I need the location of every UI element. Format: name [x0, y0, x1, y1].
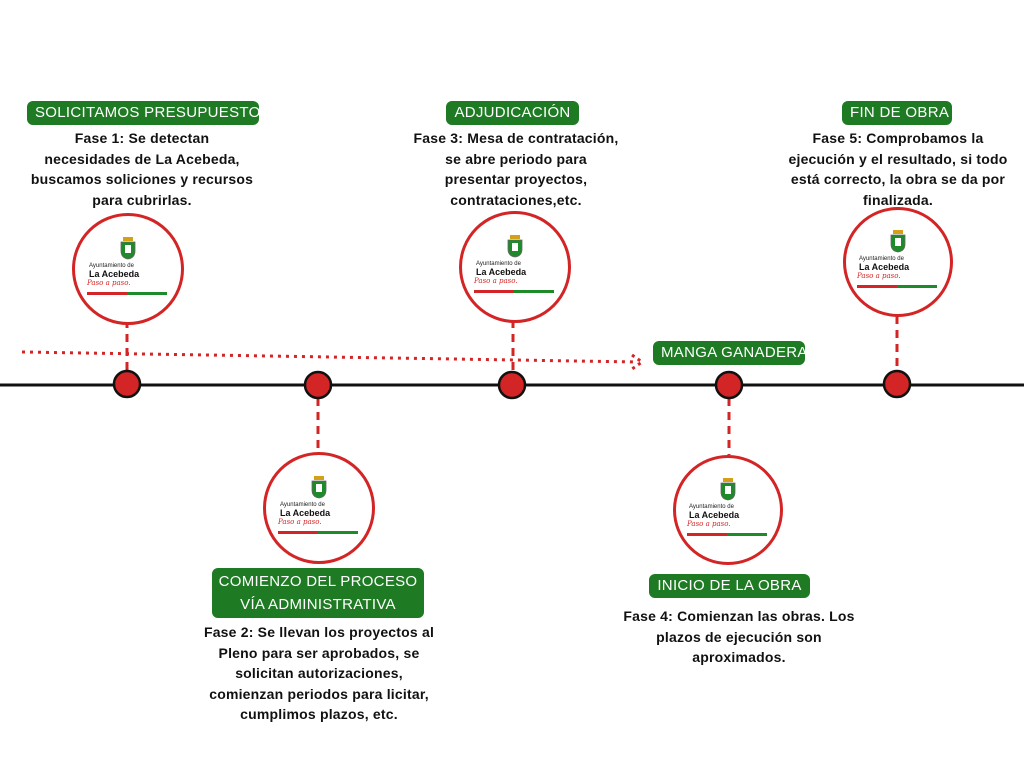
phase-3-description-line: se abre periodo para: [445, 150, 587, 167]
phase-1-logo-circle: Ayuntamiento de La Acebeda Paso a paso.: [72, 213, 184, 325]
phase-1-title: SOLICITAMOS PRESUPUESTO: [27, 101, 260, 125]
phase-5-description-line: ejecución y el resultado, si todo: [788, 150, 1008, 167]
phase-3-description-line: Fase 3: Mesa de contratación,: [413, 130, 619, 146]
municipality-logo: Ayuntamiento de La Acebeda Paso a paso.: [472, 232, 558, 302]
phase-4-description-line: Fase 4: Comienzan las obras. Los: [623, 608, 855, 624]
phase-3-description-line: presentar proyectos,: [444, 171, 588, 187]
logo-town: La Acebeda: [859, 262, 910, 272]
logo-org: Ayuntamiento de: [89, 263, 134, 269]
logo-town: La Acebeda: [280, 508, 331, 518]
phase-2-description: Fase 2: Se llevan los proyectos al Pleno…: [188, 622, 450, 725]
logo-flag-bar: [687, 533, 767, 536]
phase-1-description-line: Fase 1: Se detectan: [74, 130, 210, 146]
phase-2-title-line: VÍA ADMINISTRATIVA: [240, 596, 396, 613]
logo-slogan: Paso a paso.: [687, 520, 731, 528]
timeline-node-phase-4: [714, 370, 744, 400]
phase-4-title: INICIO DE LA OBRA: [649, 574, 810, 598]
logo-flag-bar: [87, 292, 167, 295]
phase-3-title: ADJUDICACIÓN: [446, 101, 579, 125]
logo-flag-bar: [474, 290, 554, 293]
phase-2-description-line: Fase 2: Se llevan los proyectos al: [203, 624, 435, 640]
logo-town: La Acebeda: [689, 510, 740, 520]
phase-1-description-line: buscamos soliciones y recursos: [30, 171, 254, 187]
phase-3-description-line: contrataciones,etc.: [450, 191, 582, 208]
progress-arrow-head: [631, 353, 645, 371]
logo-slogan: Paso a paso.: [857, 272, 901, 280]
timeline-node-phase-1: [112, 369, 142, 399]
logo-org: Ayuntamiento de: [689, 504, 734, 510]
logo-org: Ayuntamiento de: [859, 256, 904, 262]
phase-5-description: Fase 5: Comprobamos la ejecución y el re…: [772, 128, 1024, 210]
phase-4-logo-circle: Ayuntamiento de La Acebeda Paso a paso.: [673, 455, 783, 565]
phase-2-description-line: comienzan periodos para licitar,: [209, 685, 429, 702]
phase-5-description-line: está correcto, la obra se da por: [790, 171, 1006, 187]
phase-1-description-line: necesidades de La Acebeda,: [44, 150, 240, 167]
phase-1-description-line: para cubrirlas.: [92, 191, 192, 208]
timeline-node-phase-3: [497, 370, 527, 400]
phase-5-logo-circle: Ayuntamiento de La Acebeda Paso a paso.: [843, 207, 953, 317]
phase-2-description-line: solicitan autorizaciones,: [235, 665, 403, 681]
phase-1-description: Fase 1: Se detectan necesidades de La Ac…: [14, 128, 270, 210]
phase-4-description-line: plazos de ejecución son: [656, 628, 822, 645]
coat-of-arms-icon: [890, 230, 906, 253]
logo-town: La Acebeda: [476, 267, 527, 277]
timeline-node-phase-2: [303, 370, 333, 400]
municipality-logo: Ayuntamiento de La Acebeda Paso a paso.: [855, 227, 941, 297]
logo-slogan: Paso a paso.: [87, 279, 131, 287]
phase-2-logo-circle: Ayuntamiento de La Acebeda Paso a paso.: [263, 452, 375, 564]
phase-3-description: Fase 3: Mesa de contratación, se abre pe…: [398, 128, 634, 210]
coat-of-arms-icon: [311, 476, 327, 499]
municipality-logo: Ayuntamiento de La Acebeda Paso a paso.: [685, 475, 771, 545]
phase-4-description-line: aproximados.: [692, 649, 786, 665]
phase-2-title-line: COMIENZO DEL PROCESO: [218, 573, 418, 590]
logo-flag-bar: [857, 285, 937, 288]
coat-of-arms-icon: [720, 478, 736, 501]
logo-org: Ayuntamiento de: [476, 261, 521, 267]
phase-3-logo-circle: Ayuntamiento de La Acebeda Paso a paso.: [459, 211, 571, 323]
phase-5-description-line: Fase 5: Comprobamos la: [812, 130, 984, 146]
progress-arrow-line: [21, 350, 639, 364]
timeline-node-phase-5: [882, 369, 912, 399]
logo-org: Ayuntamiento de: [280, 502, 325, 508]
phase-4-description: Fase 4: Comienzan las obras. Los plazos …: [612, 606, 866, 668]
phase-5-description-line: finalizada.: [863, 191, 933, 208]
phase-2-description-line: cumplimos plazos, etc.: [240, 706, 398, 722]
current-project-marker: MANGA GANADERA: [653, 341, 807, 365]
logo-town: La Acebeda: [89, 269, 140, 279]
coat-of-arms-icon: [120, 237, 136, 260]
phase-5-title: FIN DE OBRA: [842, 101, 952, 125]
municipality-logo: Ayuntamiento de La Acebeda Paso a paso.: [276, 473, 362, 543]
municipality-logo: Ayuntamiento de La Acebeda Paso a paso.: [85, 234, 171, 304]
logo-slogan: Paso a paso.: [278, 518, 322, 526]
logo-slogan: Paso a paso.: [474, 277, 518, 285]
logo-flag-bar: [278, 531, 358, 534]
coat-of-arms-icon: [507, 235, 523, 258]
phase-2-description-line: Pleno para ser aprobados, se: [218, 644, 420, 661]
phase-2-title: COMIENZO DEL PROCESO VÍA ADMINISTRATIVA: [212, 568, 424, 618]
